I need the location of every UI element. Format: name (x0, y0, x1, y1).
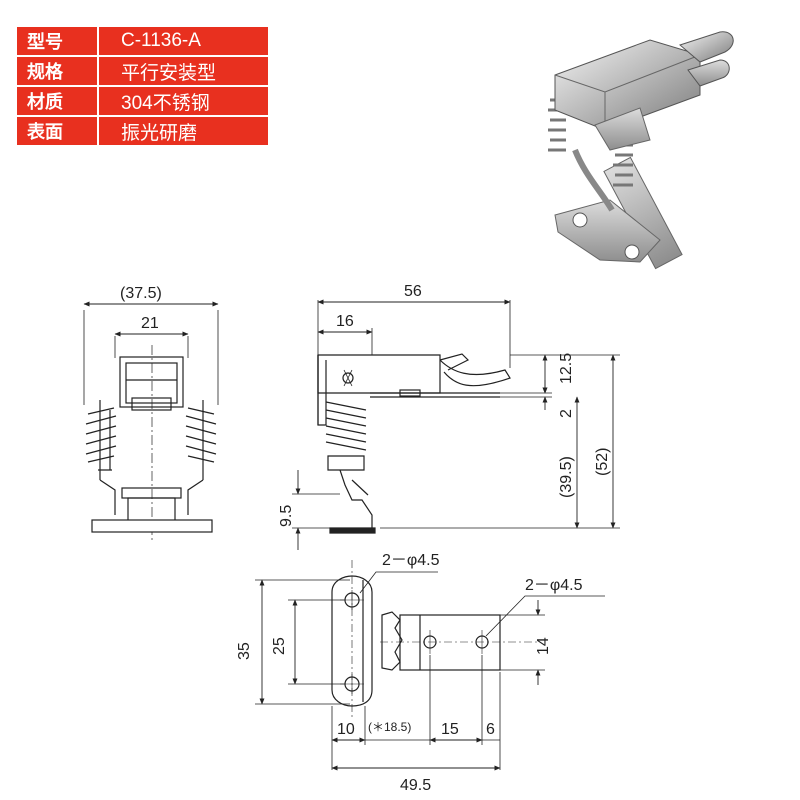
dim-bottom-6: 6 (486, 721, 495, 738)
dim-side-total: (52) (594, 448, 611, 476)
dim-bottom-15: 15 (441, 721, 459, 738)
dim-bottom-10: 10 (337, 721, 355, 738)
spec-value: 平行安装型 (97, 55, 270, 87)
dim-hole-left: 2－φ4.5 (382, 552, 440, 569)
spec-row-surface: 表面 振光研磨 (15, 115, 270, 147)
dim-front-inner: 21 (141, 315, 159, 332)
dim-side-h1: 12.5 (558, 353, 575, 384)
spec-key: 型号 (15, 25, 99, 57)
dim-plate-inner: 25 (271, 637, 288, 655)
dim-front-width: (37.5) (120, 285, 162, 302)
front-view (83, 301, 219, 540)
dim-plate-outer: 35 (236, 642, 253, 660)
spec-value: 304不锈钢 (97, 85, 270, 117)
spec-value: C-1136-A (97, 25, 270, 57)
dim-side-bottom: 9.5 (278, 505, 295, 527)
product-photo (548, 31, 734, 270)
dim-bottom-18: (＊18.5) (368, 720, 411, 734)
dim-hook-height: 14 (535, 637, 552, 655)
spec-row-spec: 规格 平行安装型 (15, 55, 270, 87)
side-view (292, 299, 620, 550)
dim-side-offset: 16 (336, 313, 354, 330)
spec-row-model: 型号 C-1136-A (15, 25, 270, 57)
dim-bottom-total: 49.5 (400, 777, 431, 794)
spec-value: 振光研磨 (97, 115, 270, 147)
spec-key: 材质 (15, 85, 99, 117)
dim-side-h2: 2 (558, 409, 575, 418)
dim-side-h3: (39.5) (558, 456, 575, 498)
spec-row-material: 材质 304不锈钢 (15, 85, 270, 117)
dim-side-length: 56 (404, 283, 422, 300)
spec-key: 表面 (15, 115, 99, 147)
spec-table: 型号 C-1136-A 规格 平行安装型 材质 304不锈钢 表面 振光研磨 (15, 25, 270, 147)
bottom-view (255, 560, 605, 771)
dim-hole-right: 2－φ4.5 (525, 577, 583, 594)
spec-key: 规格 (15, 55, 99, 87)
